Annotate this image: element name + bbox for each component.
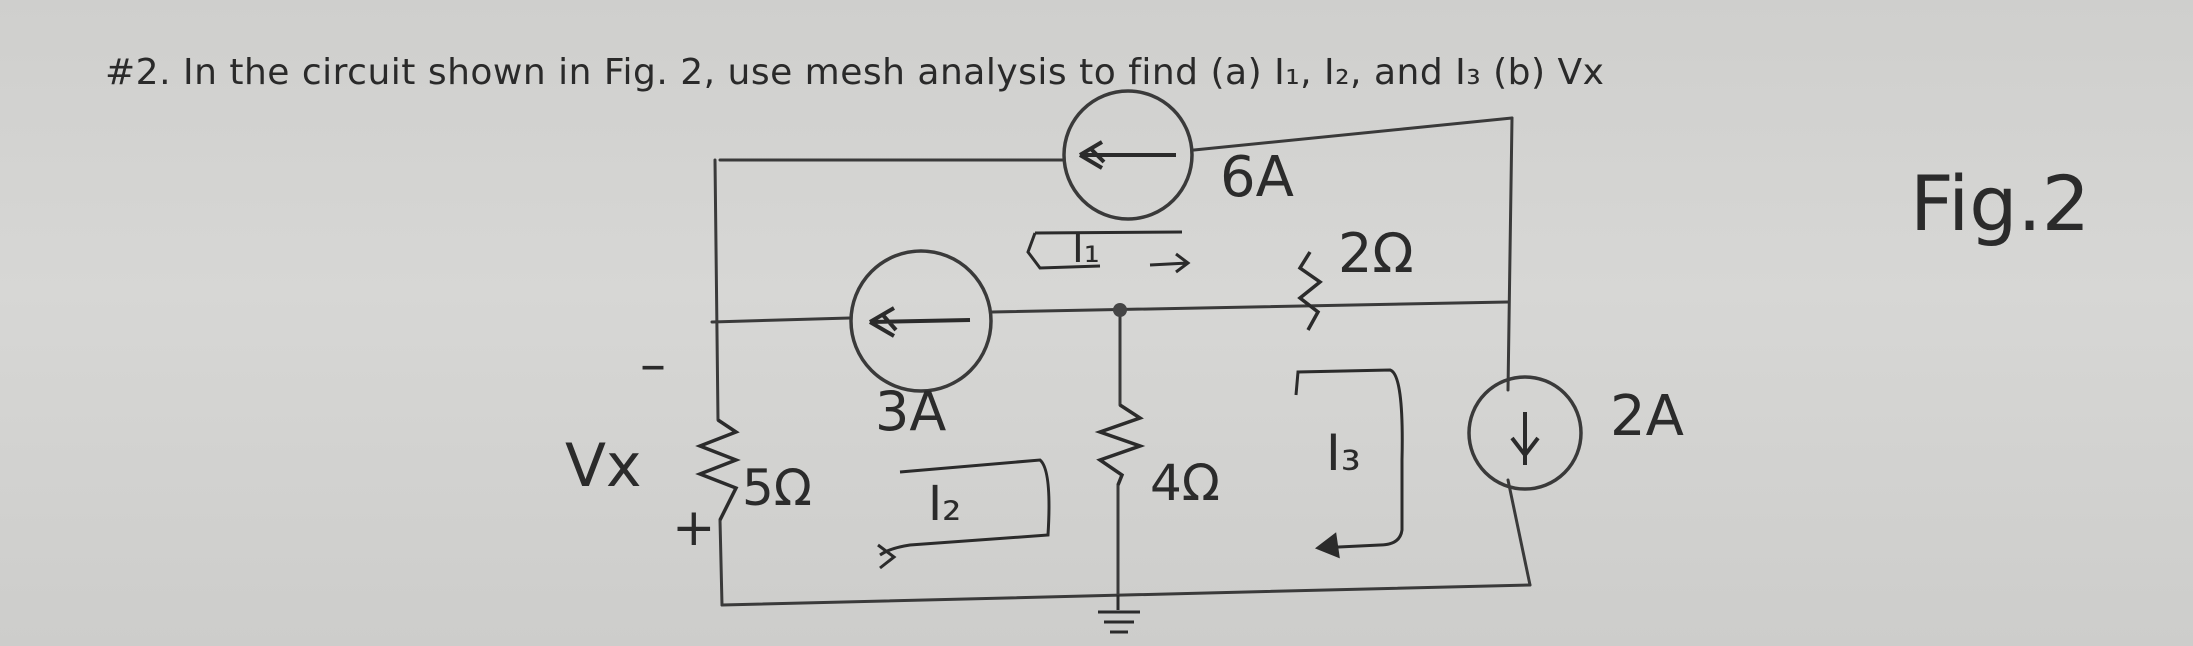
- current-source-2a: [1467, 375, 1583, 491]
- mesh-i3: [1294, 368, 1404, 559]
- resistor-2ohm: [1297, 251, 1323, 331]
- label-vx-plus: +: [672, 498, 716, 558]
- current-source-6a: [1062, 89, 1194, 221]
- label-2a: 2A: [1610, 384, 1684, 449]
- label-vx: Vx: [565, 431, 642, 501]
- middle-wire: [710, 300, 1510, 324]
- figure-label: Fig.2: [1910, 159, 2090, 248]
- bottom-wire: [720, 583, 1532, 607]
- current-source-3a: [849, 249, 993, 393]
- label-3a: 3A: [875, 380, 946, 443]
- mesh-i2: [877, 458, 1051, 570]
- label-4ohm: 4Ω: [1150, 454, 1220, 512]
- label-vx-minus: –: [640, 335, 666, 395]
- mesh-i1: [1026, 230, 1191, 274]
- center-wire: [1116, 308, 1122, 597]
- label-i1: I₁: [1072, 226, 1100, 272]
- left-wire: [713, 158, 724, 607]
- label-2ohm: 2Ω: [1338, 222, 1414, 285]
- resistor-5ohm: [695, 418, 741, 521]
- resistor-4ohm: [1094, 403, 1146, 486]
- top-wire: [718, 116, 1514, 162]
- label-5ohm: 5Ω: [742, 459, 812, 517]
- label-i2: I₂: [928, 476, 961, 532]
- problem-statement: #2. In the circuit shown in Fig. 2, use …: [105, 52, 1605, 93]
- label-6a: 6A: [1220, 145, 1294, 210]
- right-wire: [1506, 116, 1532, 587]
- ground-symbol: [1098, 595, 1140, 634]
- center-node: [1113, 303, 1127, 317]
- label-i3: I₃: [1326, 424, 1361, 482]
